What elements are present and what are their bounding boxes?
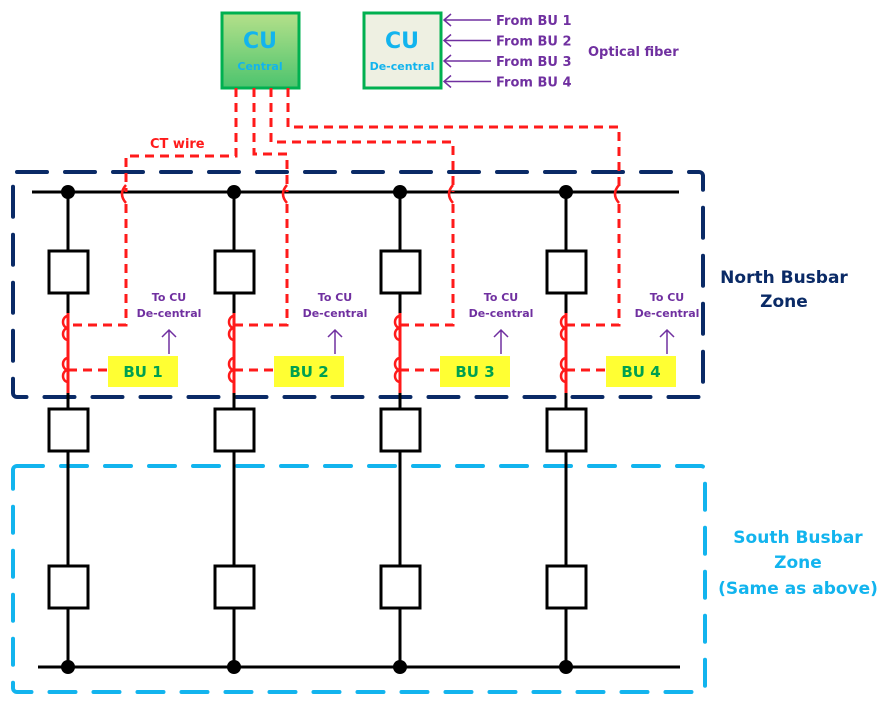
current-transformer-coil [559,314,567,342]
north-busbar-junction [559,185,573,199]
cu-central-subtitle: Central [237,60,282,73]
ct-wire-label: CT wire [150,137,205,152]
bay-2: BU 2 To CU De-central [213,184,368,674]
south-busbar-junction [227,660,241,674]
arrow-up-icon [659,328,675,354]
south-zone-label-line2: Zone [774,553,822,573]
current-transformer-coil [393,314,401,342]
breaker-2 [379,407,422,453]
fiber-input-2: From BU 2 [442,33,572,50]
ct-wire-to-coil [400,204,455,327]
bu-box [606,356,676,387]
south-busbar-junction [61,660,75,674]
fiber-input-label: From BU 3 [496,55,572,70]
ct-wire-to-coil [234,204,289,327]
breaker-2 [47,407,90,453]
north-busbar-junction [227,185,241,199]
arrow-left-icon [442,54,491,68]
south-zone-boundary [11,464,707,694]
arrow-up-icon [493,328,509,354]
to-cu-line2: De-central [137,307,202,320]
breaker-3 [379,564,422,610]
bu-label: BU 2 [289,363,328,381]
bu-box [440,356,510,387]
current-transformer-coil [227,314,235,342]
ct-wire-bay-2 [252,88,289,192]
bay-1: BU 1 To CU De-central [47,184,202,674]
to-cu-line1: To CU [152,291,186,304]
breaker-3 [545,564,588,610]
cu-central-box: CU Central [220,11,301,90]
arrow-up-icon [327,328,343,354]
bay-3: BU 3 To CU De-central [379,184,534,674]
wire-crossover [120,184,127,204]
optical-fiber-label: Optical fiber [588,45,679,60]
north-busbar-junction [61,185,75,199]
north-zone-label-line1: North Busbar [720,268,848,288]
bu-box [108,356,178,387]
north-busbar-junction [393,185,407,199]
breaker-3 [213,564,256,610]
bu-label: BU 4 [621,363,660,381]
arrow-left-icon [442,33,491,48]
cu-decentral-subtitle: De-central [370,60,435,73]
ct-wire-bay-3 [269,88,455,192]
wire-crossover [281,184,288,204]
bu-box [274,356,344,387]
to-cu-line1: To CU [484,291,518,304]
ct-wire-bay-4 [286,88,621,192]
to-cu-line1: To CU [318,291,352,304]
south-zone-label-line1: South Busbar [733,528,863,548]
arrow-up-icon [161,328,177,354]
arrow-left-icon [442,74,491,89]
wire-crossover [613,184,620,204]
cu-central-title: CU [243,29,277,54]
south-busbar-junction [393,660,407,674]
north-zone-label-line2: Zone [760,292,808,312]
cu-decentral-box: CU De-central [362,11,443,90]
north-zone-boundary [11,170,705,399]
fiber-input-label: From BU 2 [496,35,572,50]
current-transformer-coil [61,314,69,342]
to-cu-line2: De-central [469,307,534,320]
fiber-input-1: From BU 1 [442,13,572,29]
fiber-input-label: From BU 4 [496,76,572,91]
breaker-1 [213,249,256,295]
ct-wire-to-coil [68,204,128,327]
bay-4: BU 4 To CU De-central [545,184,700,674]
ct-wire-bay-1 [124,88,238,192]
to-cu-line1: To CU [650,291,684,304]
fiber-input-4: From BU 4 [442,74,572,91]
to-cu-line2: De-central [303,307,368,320]
fiber-input-label: From BU 1 [496,14,572,29]
bu-label: BU 3 [455,363,494,381]
ct-wire-to-coil [566,204,621,327]
south-busbar-junction [559,660,573,674]
breaker-1 [545,249,588,295]
arrow-left-icon [442,13,491,27]
to-cu-line2: De-central [635,307,700,320]
breaker-1 [47,249,90,295]
breaker-1 [379,249,422,295]
breaker-2 [213,407,256,453]
breaker-3 [47,564,90,610]
breaker-2 [545,407,588,453]
cu-decentral-title: CU [385,29,419,54]
bu-label: BU 1 [123,363,162,381]
south-zone-label-line3: (Same as above) [718,579,878,599]
wire-crossover [447,184,454,204]
fiber-input-3: From BU 3 [442,54,572,70]
